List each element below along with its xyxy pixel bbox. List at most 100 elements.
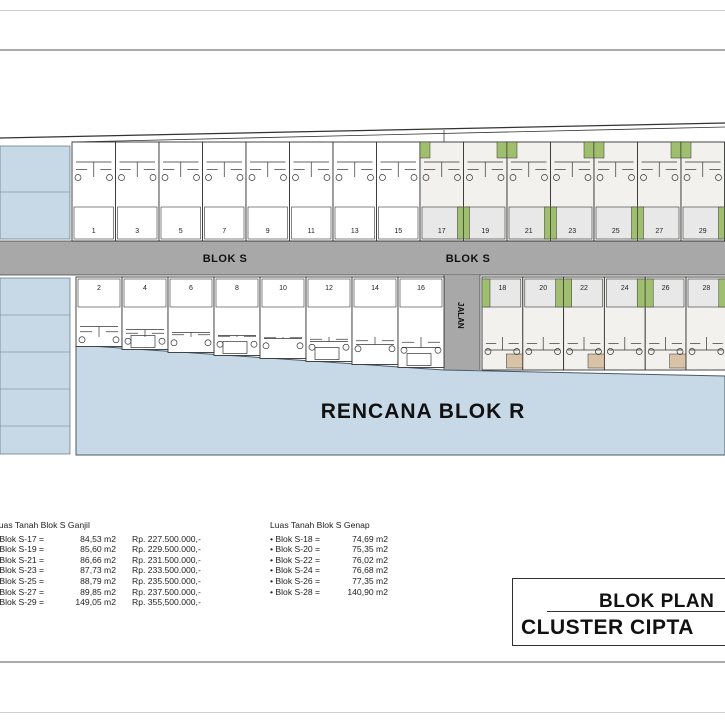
terrace	[130, 335, 156, 348]
garden	[544, 206, 551, 240]
plot-name: • Blok S-20 =	[270, 544, 321, 555]
garden	[637, 206, 644, 240]
title-rule	[547, 611, 725, 612]
title-line-2: CLUSTER CIPTA	[521, 616, 694, 639]
plot-price: Rp. 233.500.000,-	[132, 565, 201, 576]
plot-number: 22	[580, 285, 588, 292]
bottom-frame-line	[0, 712, 725, 713]
garden	[457, 206, 464, 240]
plot-number: 24	[621, 285, 629, 292]
garden	[550, 206, 557, 240]
plot-top-3: 3	[115, 141, 160, 242]
site-boundary-top	[0, 122, 725, 139]
plot-number: 9	[266, 228, 270, 235]
plot-number: 25	[612, 228, 620, 235]
plot-bottom-12: 12	[305, 276, 353, 362]
plot-number: 1	[92, 228, 96, 235]
plot-area: 149,05 m2	[75, 597, 116, 608]
plot-number: 10	[279, 285, 287, 292]
plot-top-17: 17	[419, 141, 464, 242]
road-label-right: BLOK S	[446, 253, 491, 265]
plot-name: • Blok S-28 =	[270, 586, 321, 597]
plot-number: 18	[499, 285, 507, 292]
plot-area: 89,85 m2	[80, 586, 116, 597]
plot-top-25: 25	[593, 141, 638, 242]
main-road	[0, 241, 725, 275]
genap-row: • Blok S-26 =77,35 m2	[270, 576, 388, 587]
plot-bottom-6: 6	[167, 276, 215, 353]
plot-top-29: 29	[680, 141, 725, 242]
garden	[563, 278, 572, 308]
rencana-blok-r	[75, 344, 725, 456]
plot-top-7: 7	[202, 141, 247, 242]
garden	[593, 141, 605, 159]
garden	[463, 206, 470, 240]
plot-area: 76,68 m2	[352, 565, 388, 576]
plot-number: 27	[655, 228, 663, 235]
plot-number: 7	[222, 228, 226, 235]
plot-bottom-22: 22	[563, 276, 609, 371]
genap-row: • Blok S-24 = 76,68 m2	[270, 565, 388, 576]
plot-bottom-2: 2	[75, 276, 123, 347]
genap-row: • Blok S-18 =74,69 m2	[270, 534, 388, 545]
plot-bottom-18: 18	[481, 276, 527, 371]
plot-bottom-20: 20	[522, 276, 565, 371]
plot-name: • Blok S-27 =	[0, 586, 45, 597]
plot-name: • Blok S-24 =	[270, 565, 321, 576]
rencana-blok-r-label: RENCANA BLOK R	[321, 400, 526, 423]
plot-area: 84,53 m2	[80, 533, 116, 544]
garden	[718, 278, 725, 308]
plot-name: • Blok S-21 =	[0, 554, 45, 565]
plot-bottom-16: 16	[397, 276, 445, 368]
plot-bottom-10: 10	[259, 276, 307, 359]
genap-row: • Blok S-28 = 140,90 m2	[270, 587, 388, 598]
plot-price: Rp. 237.500.000,-	[132, 586, 201, 597]
plot-number: 3	[135, 228, 139, 235]
plot-area: 140,90 m2	[347, 586, 388, 597]
plot-top-19: 19	[463, 141, 508, 242]
jalan-road	[444, 275, 480, 370]
plot-number: 14	[371, 285, 379, 292]
plot-area: 77,35 m2	[352, 575, 388, 586]
ganjil-row: • Blok S-21 = 86,66 m2 Rp. 231.500.000,-	[0, 555, 232, 566]
plot-number: 6	[189, 285, 193, 292]
ganjil-header: Luas Tanah Blok S Ganjil	[0, 520, 90, 530]
plot-price: Rp. 231.500.000,-	[132, 554, 201, 565]
genap-area-table: Luas Tanah Blok S Genap • Blok S-18 =74,…	[270, 520, 388, 597]
garden	[631, 206, 638, 240]
plot-number: 23	[568, 228, 576, 235]
plot-bottom-28: 28	[685, 276, 725, 371]
plot-bottom-8: 8	[213, 276, 261, 356]
plot-number: 29	[699, 228, 707, 235]
plot-price: Rp. 229.500.000,-	[132, 544, 201, 555]
plot-area: 86,66 m2	[80, 554, 116, 565]
road-label-left: BLOK S	[203, 253, 248, 265]
plot-number: 11	[308, 228, 315, 235]
plot-top-5: 5	[158, 141, 203, 242]
plot-price: Rp. 355,500.000,-	[132, 597, 201, 608]
garden	[644, 278, 654, 308]
plot-area: 75,35 m2	[352, 544, 388, 555]
terrace	[314, 347, 340, 360]
plot-name: • Blok S-23 =	[0, 565, 45, 576]
garden	[636, 278, 646, 308]
garden	[481, 278, 491, 308]
genap-header: Luas Tanah Blok S Genap	[270, 520, 370, 530]
plot-area: 76,02 m2	[352, 554, 388, 565]
garden	[496, 141, 508, 159]
plot-number: 26	[662, 285, 670, 292]
garden	[670, 141, 682, 159]
garden	[506, 141, 518, 159]
plot-number: 17	[438, 228, 446, 235]
plot-number: 5	[179, 228, 183, 235]
plot-number: 15	[394, 228, 402, 235]
terrace	[406, 353, 432, 366]
garden	[555, 278, 564, 308]
